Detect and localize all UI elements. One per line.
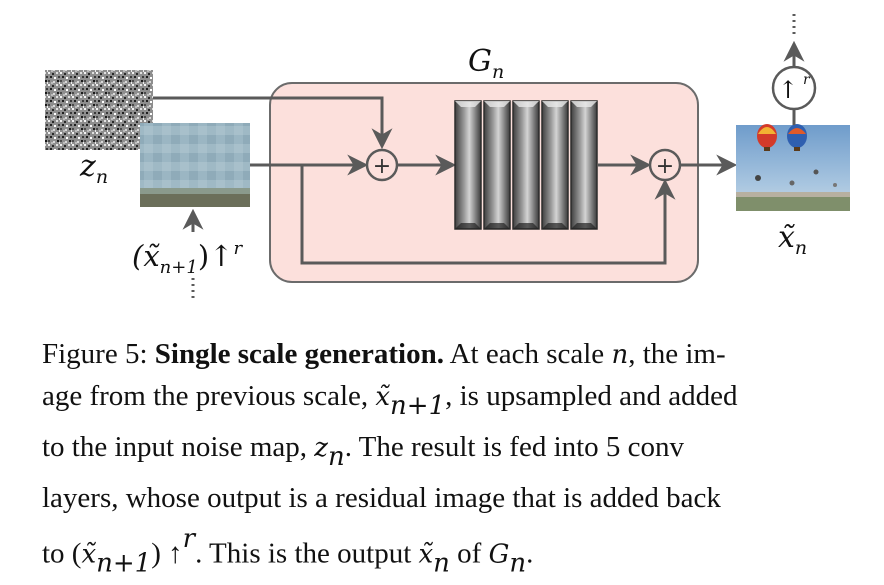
conv-layer [570,100,598,230]
caption-text: , is upsampled and added [445,380,738,412]
input-label: (x̃n+1)↑r [132,238,243,278]
output-image [736,124,850,211]
caption-text: ) ↑ [151,537,183,570]
caption-title: Single scale generation. [154,338,444,370]
caption-math-sub: n [327,442,345,473]
caption-line-4: layers, whose output is a residual image… [42,478,862,519]
upsample-node: ↑ r [771,65,817,111]
caption-line-2: age from the previous scale, x̃n+1, is u… [42,376,862,427]
caption-text: . This is the output [195,537,419,570]
caption-text: layers, whose output is a residual image… [42,482,721,515]
svg-text:r: r [803,72,811,88]
caption-line-5: to (x̃n+1) ↑r. This is the output x̃n of… [42,519,862,585]
figure-caption: Figure 5: Single scale generation. At ea… [42,334,862,585]
conv-layers [454,100,598,230]
caption-text: to the input noise map, [42,431,315,464]
noise-image [45,70,153,150]
caption-math: z [314,433,328,464]
caption-text: , the im- [628,338,726,370]
caption-math-sub: n [433,548,450,579]
conv-layer [512,100,540,230]
diagram: Gn zn (x̃n+1)↑r + + [45,14,850,300]
caption-text: At each scale [443,338,612,370]
caption-line-1: Figure 5: Single scale generation. At ea… [42,334,862,376]
generator-label: Gn [468,44,504,83]
svg-text:↑: ↑ [778,76,798,104]
caption-line-3: to the input noise map, zn. The result i… [42,427,862,478]
output-label: x̃n [778,220,807,259]
caption-math: G [488,539,510,570]
noise-label: zn [79,149,108,188]
balloon-icon [757,124,777,151]
input-image [140,123,250,207]
caption-math: x̃ [375,382,391,412]
caption-math-sub: n [509,548,527,579]
caption-math: x̃ [418,539,434,570]
caption-text: of [449,537,489,570]
caption-text: . [526,537,534,570]
caption-math-sub: n+1 [390,391,446,422]
caption-math: n [611,340,629,370]
conv-layer [454,100,482,230]
conv-layer [483,100,511,230]
caption-text: . The result is fed into 5 conv [344,431,685,464]
svg-text:+: + [656,154,674,179]
figure-number: Figure 5: [42,338,155,370]
skip-connection-arrow [300,165,676,265]
balloon-icon [787,124,807,151]
noise-to-plus-arrow [153,96,393,150]
sum-node-input: + [365,148,399,182]
sum-node-output: + [648,148,682,182]
caption-math: x̃ [81,539,97,570]
caption-text: age from the previous scale, [42,380,376,412]
caption-text: to ( [42,537,82,570]
caption-math-sup: r [182,524,196,555]
caption-math-sub: n+1 [96,548,152,579]
svg-text:+: + [373,154,391,179]
conv-layer [541,100,569,230]
